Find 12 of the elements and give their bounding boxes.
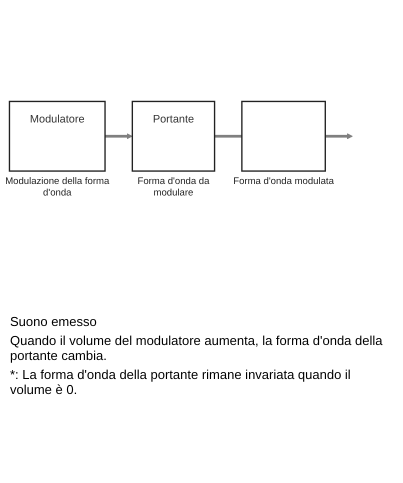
note-text: Suono emesso: [10, 314, 98, 329]
arrow: [105, 133, 133, 140]
node-box: [241, 100, 326, 172]
caption-text: Forma d'onda da modulare: [136, 175, 210, 198]
connector: [214, 134, 242, 138]
node-box: Modulatore: [8, 100, 106, 172]
note-text: Quando il volume del modulatore aumenta, la forma d'onda della portante cambia.: [10, 333, 384, 363]
node-box: Portante: [132, 100, 216, 172]
caption-text: Modulazione della forma d'onda: [4, 175, 110, 198]
note-text: *: La forma d'onda della portante rimane invariata quando il volume è 0.: [10, 367, 352, 397]
arrow: [325, 133, 353, 140]
caption-text: Forma d'onda modulata: [232, 175, 335, 187]
